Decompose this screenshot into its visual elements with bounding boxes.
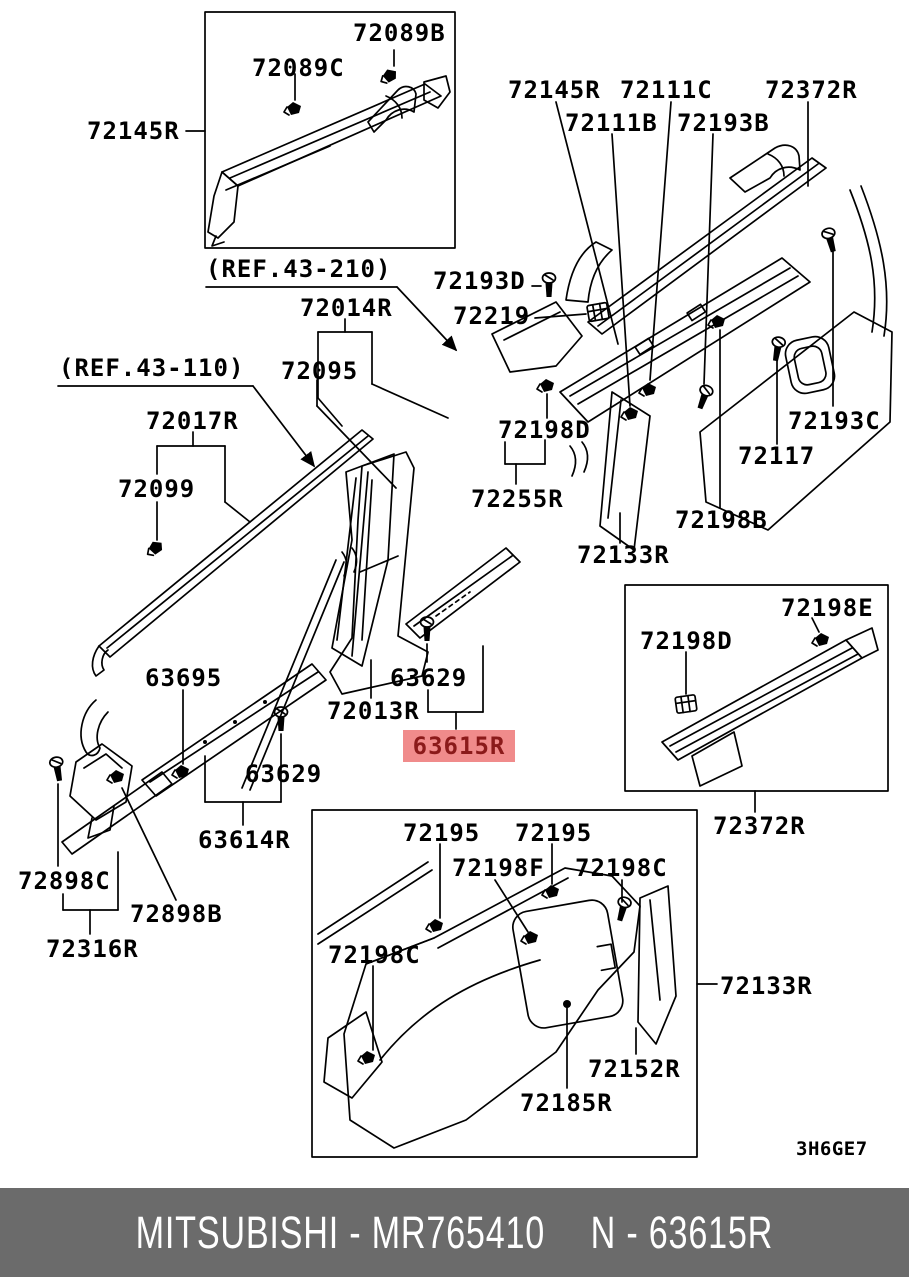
part-label-72089b: 72089B [353,19,446,47]
clip-icon [425,918,444,933]
part-label-72198c-b: 72198C [328,941,421,969]
part-label-72255r: 72255R [471,485,564,513]
part-label-72372r-top: 72372R [765,76,858,104]
clip-icon [620,406,639,421]
group-rear-quarter-upper [341,101,893,577]
part-label-72219: 72219 [453,302,531,330]
part-label-72145r-box: 72145R [87,117,180,145]
part-label-72898b: 72898B [130,900,223,928]
part-label-72898c: 72898C [18,867,111,895]
clip-icon [585,301,611,323]
part-label-72152r: 72152R [588,1055,681,1083]
part-label-63614r: 63614R [198,826,291,854]
clip-icon [707,314,726,329]
part-label-72372r-box: 72372R [713,812,806,840]
group-front-pillar-box [185,11,458,352]
part-label-72193c: 72193C [788,407,881,435]
screw-icon [48,755,67,783]
group-cowl-side-trim [48,743,177,935]
part-label-72111c: 72111C [620,76,713,104]
clip-icon [106,769,125,784]
part-label-72117: 72117 [738,442,816,470]
part-label-72185r: 72185R [520,1089,613,1117]
ref-label-43-110: (REF.43-110) [59,354,245,382]
part-label-72198c-a: 72198C [575,854,668,882]
clip-icon [143,538,166,558]
part-label-72111b: 72111B [565,109,658,137]
part-label-72195-b: 72195 [515,819,593,847]
group-center-pillar-sills [61,451,521,855]
screw-icon [692,382,716,412]
clip-icon [674,693,698,715]
part-label-72316r: 72316R [46,935,139,963]
part-label-72095: 72095 [281,357,359,385]
footer-brand-part: MITSUBISHI - MR765410 [135,1206,546,1258]
screw-icon [541,272,557,298]
part-label-72013r: 72013R [327,697,420,725]
clip-icon [283,101,302,116]
clip-icon [377,66,400,86]
screw-icon [819,225,841,255]
clip-icon [638,382,657,397]
part-label-72198b: 72198B [675,506,768,534]
group-rear-quarter-box [311,809,718,1158]
ref-label-43-210: (REF.43-210) [206,255,392,283]
diagram-code: 3H6GE7 [796,1138,868,1160]
part-label-72099: 72099 [118,475,196,503]
part-label-72193b: 72193B [677,109,770,137]
highlighted-part-label-63615r[interactable]: 63615R [403,730,515,762]
part-label-63629-b: 63629 [245,760,323,788]
part-label-72198d-mid: 72198D [498,416,591,444]
part-label-72198e: 72198E [781,594,874,622]
clip-icon [171,764,190,779]
footer-bar: MITSUBISHI - MR765410 N - 63615R [0,1188,909,1277]
part-label-72145r-top: 72145R [508,76,601,104]
part-label-72014r: 72014R [300,294,393,322]
clip-icon [811,632,830,647]
group-front-pillar-moldings [57,318,449,791]
part-label-72198f: 72198F [452,854,545,882]
group-rear-sill-box [624,584,889,813]
part-label-72017r: 72017R [146,407,239,435]
part-label-72198d-box: 72198D [640,627,733,655]
part-label-63695: 63695 [145,664,223,692]
part-label-63629-a: 63629 [390,664,468,692]
part-label-72133r-mid: 72133R [577,541,670,569]
clip-icon [357,1050,376,1065]
part-label-72195-a: 72195 [403,819,481,847]
part-label-72193d: 72193D [433,267,526,295]
footer-selected-part: N - 63615R [590,1206,774,1258]
part-label-72133r-bot: 72133R [720,972,813,1000]
part-label-72089c: 72089C [252,54,345,82]
clip-icon [520,930,539,945]
clip-icon [536,378,555,393]
clip-icon [541,884,560,899]
